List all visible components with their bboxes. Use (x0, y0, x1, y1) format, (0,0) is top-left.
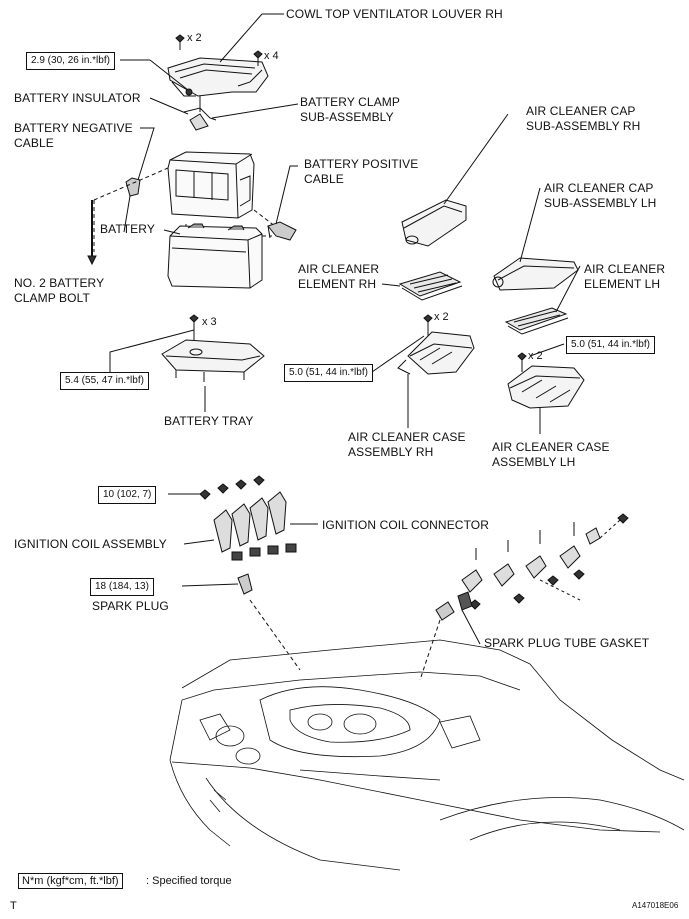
air-cleaner-case-rh-part (397, 331, 475, 375)
footer-mark: T (10, 900, 17, 912)
label-ac-cap-rh-2: SUB-ASSEMBLY RH (526, 119, 641, 133)
engine-bay-sketch (169, 639, 685, 871)
label-spark-plug: SPARK PLUG (92, 599, 169, 613)
torque-box-ac-rh: 5.0 (51, 44 in.*lbf) (284, 364, 373, 382)
qty-ac-lh-bolt: x 2 (528, 350, 543, 362)
qty-cowl-screw: x 4 (264, 50, 279, 62)
torque-box-coil: 10 (102, 7) (98, 486, 157, 504)
label-ac-cap-lh-1: AIR CLEANER CAP (544, 181, 654, 195)
air-cleaner-element-rh-part (398, 271, 463, 301)
clamp-bolt-part (87, 200, 97, 266)
battery-tray-part (161, 339, 265, 382)
label-ac-cap-rh-1: AIR CLEANER CAP (526, 104, 636, 118)
battery-part (167, 223, 263, 289)
qty-cowl-clip: x 2 (187, 32, 202, 44)
label-battery-negative-1: BATTERY NEGATIVE (14, 121, 133, 135)
label-ac-cap-lh-2: SUB-ASSEMBLY LH (544, 196, 657, 210)
cowl-louver-part (167, 57, 269, 97)
label-ignition-coil-assembly: IGNITION COIL ASSEMBLY (14, 537, 167, 551)
legend-torque-unit: N*m (kgf*cm, ft.*lbf) (18, 873, 123, 889)
battery-insulator-part (167, 151, 255, 219)
cowl-fasteners (175, 34, 263, 66)
label-battery: BATTERY (100, 222, 155, 236)
torque-box-tray: 5.4 (55, 47 in.*lbf) (60, 372, 149, 390)
label-battery-tray: BATTERY TRAY (164, 414, 254, 428)
label-clamp-bolt-2: CLAMP BOLT (14, 291, 90, 305)
battery-clamp-part (183, 96, 217, 131)
label-cowl-louver: COWL TOP VENTILATOR LOUVER RH (286, 7, 503, 21)
label-battery-insulator: BATTERY INSULATOR (14, 91, 141, 105)
ignition-coil-group-part (199, 475, 297, 595)
battery-negative-cable-part (123, 177, 141, 233)
label-ac-case-rh-2: ASSEMBLY RH (348, 445, 434, 459)
battery-positive-cable-part (267, 221, 297, 241)
air-cleaner-cap-rh-part (401, 199, 467, 247)
torque-box-plug: 18 (184, 13) (90, 578, 154, 596)
label-ac-case-lh-2: ASSEMBLY LH (492, 455, 576, 469)
torque-box-cowl: 2.9 (30, 26 in.*lbf) (26, 52, 115, 70)
label-battery-clamp-1: BATTERY CLAMP (300, 95, 400, 109)
qty-tray-bolt: x 3 (202, 316, 217, 328)
label-battery-negative-2: CABLE (14, 136, 54, 150)
label-battery-positive-1: BATTERY POSITIVE (304, 157, 419, 171)
label-ac-element-lh-1: AIR CLEANER (584, 262, 666, 276)
label-ac-element-rh-1: AIR CLEANER (298, 262, 380, 276)
label-clamp-bolt-1: NO. 2 BATTERY (14, 276, 105, 290)
legend-torque-text: : Specified torque (146, 875, 232, 887)
air-cleaner-element-lh-part (504, 307, 569, 335)
label-spark-plug-tube-gasket: SPARK PLUG TUBE GASKET (484, 636, 650, 650)
footer-figure-code: A147018E06 (632, 901, 679, 910)
qty-ac-rh-bolt: x 2 (434, 311, 449, 323)
torque-box-ac-lh: 5.0 (51, 44 in.*lbf) (566, 336, 655, 354)
label-ac-element-lh-2: ELEMENT LH (584, 277, 661, 291)
label-ac-case-rh-1: AIR CLEANER CASE (348, 430, 466, 444)
air-cleaner-case-lh-part (507, 365, 585, 409)
label-ac-case-lh-1: AIR CLEANER CASE (492, 440, 610, 454)
label-ac-element-rh-2: ELEMENT RH (298, 277, 377, 291)
label-ignition-coil-connector: IGNITION COIL CONNECTOR (322, 518, 489, 532)
label-battery-positive-2: CABLE (304, 172, 344, 186)
air-cleaner-cap-lh-part (492, 257, 579, 291)
label-battery-clamp-2: SUB-ASSEMBLY (300, 110, 394, 124)
